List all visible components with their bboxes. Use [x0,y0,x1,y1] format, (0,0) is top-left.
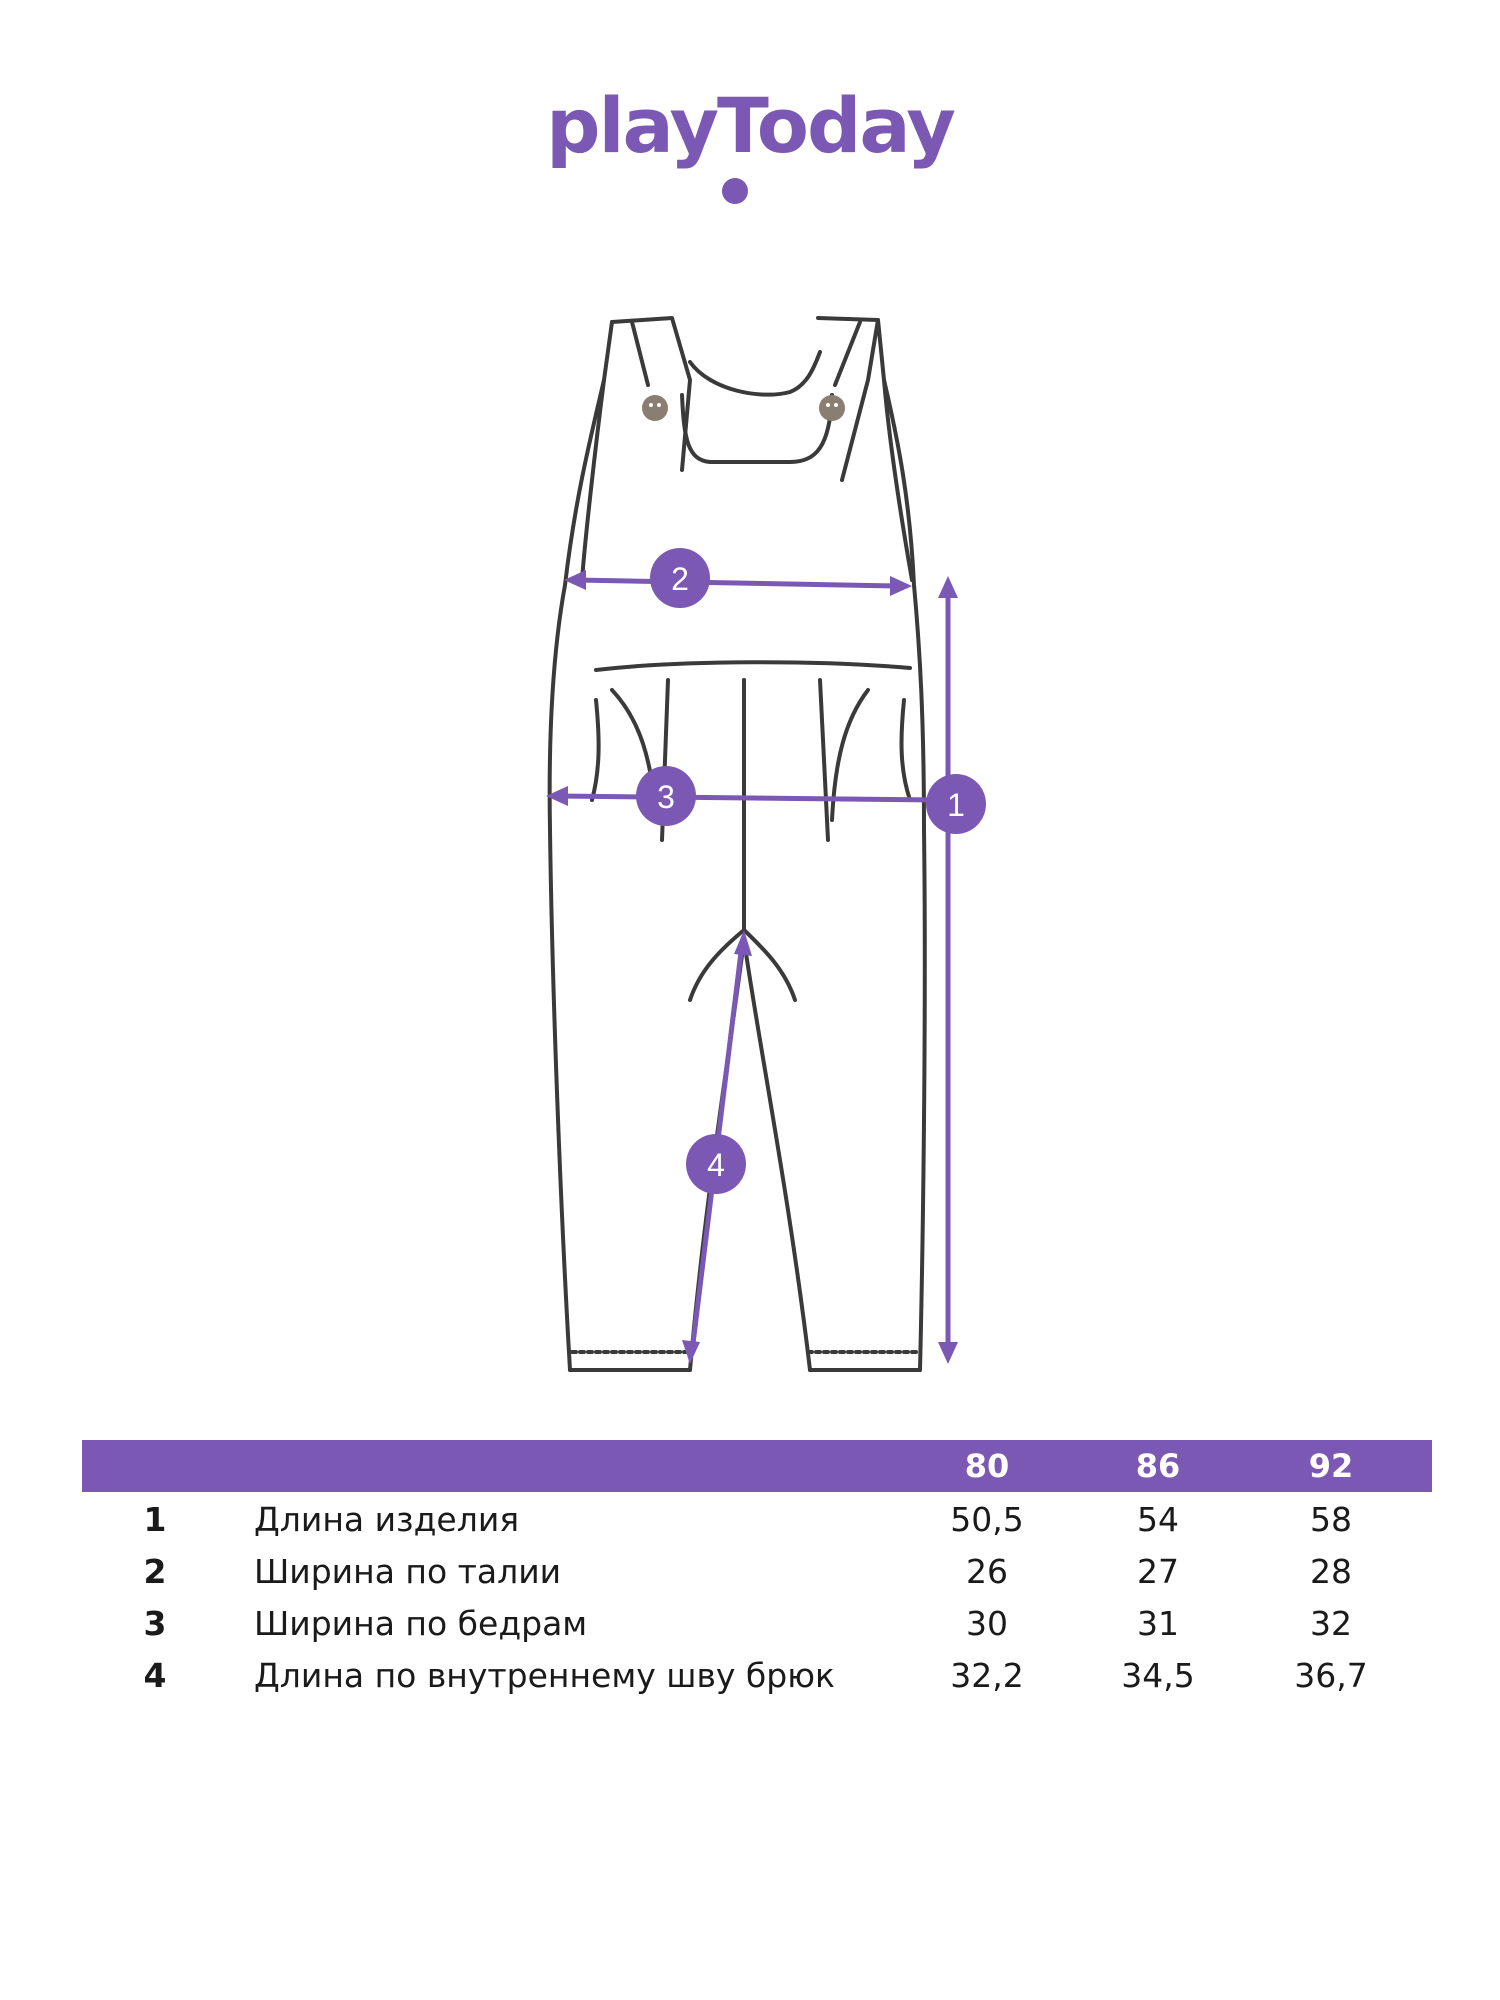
arrow-down-icon [938,1342,958,1364]
row-value-80: 30 [966,1604,1008,1643]
row-label: Ширина по бедрам [254,1604,588,1643]
row-value-92: 28 [1310,1552,1352,1591]
arrow-down-icon [682,1340,700,1364]
size-header-80: 80 [964,1447,1010,1485]
row-label: Длина изделия [254,1500,520,1539]
marker-3: 3 [636,766,696,826]
table-row: 2 Ширина по талии 26 27 28 [0,1546,1500,1598]
size-table-header [82,1440,1432,1492]
row-value-86: 34,5 [1121,1656,1195,1695]
row-value-92: 32 [1310,1604,1352,1643]
row-number: 3 [143,1604,167,1643]
row-label: Длина по внутреннему шву брюк [254,1656,835,1695]
strap-button-icon [642,395,668,421]
row-value-80: 50,5 [950,1500,1024,1539]
row-number: 2 [143,1552,167,1591]
row-value-86: 27 [1137,1552,1179,1591]
overalls-diagram: 1 2 3 4 [546,316,986,1372]
strap-button-icon [819,395,845,421]
marker-4: 4 [686,1134,746,1194]
row-value-86: 54 [1137,1500,1179,1539]
table-row: 4 Длина по внутреннему шву брюк 32,2 34,5 36… [0,1650,1500,1702]
measure-line-2 [575,577,901,589]
row-value-80: 26 [966,1552,1008,1591]
svg-text:4: 4 [707,1147,725,1183]
arrow-up-icon [734,930,752,956]
row-label: Ширина по талии [254,1552,562,1591]
table-row: 1 Длина изделия 50,5 54 58 [0,1494,1500,1546]
row-number: 1 [143,1500,167,1539]
arrow-right-icon [890,576,912,596]
row-value-92: 36,7 [1294,1656,1368,1695]
size-header-86: 86 [1135,1447,1181,1485]
row-value-86: 31 [1137,1604,1179,1643]
logo-dot-icon [722,178,748,204]
arrow-up-icon [938,576,958,598]
brand-logo: playToday [0,88,1500,164]
row-value-92: 58 [1310,1500,1352,1539]
svg-text:1: 1 [947,787,965,823]
table-row: 3 Ширина по бедрам 30 31 32 [0,1598,1500,1650]
brand-logo-text: playToday [546,81,956,170]
size-header-92: 92 [1308,1447,1354,1485]
arrow-left-icon [546,786,568,806]
row-number: 4 [143,1656,167,1695]
marker-1: 1 [926,774,986,834]
garment-outline [547,316,927,1372]
marker-2: 2 [650,548,710,608]
svg-text:2: 2 [671,561,689,597]
svg-text:3: 3 [657,779,675,815]
row-value-80: 32,2 [950,1656,1024,1695]
measure-line-3 [557,793,941,803]
arrow-left-icon [564,570,586,590]
